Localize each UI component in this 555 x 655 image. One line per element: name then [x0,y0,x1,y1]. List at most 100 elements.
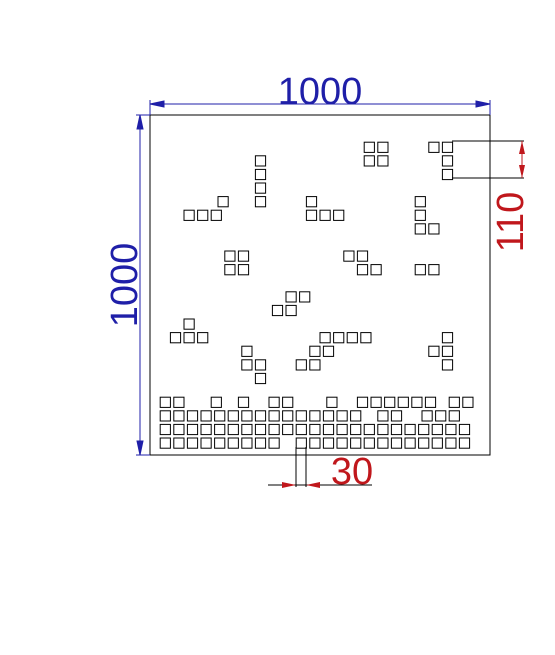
square-hole [282,423,294,436]
square-hole [458,423,471,436]
square-hole [241,423,253,436]
square-hole [254,196,267,208]
square-hole [210,209,222,221]
square-hole [295,359,307,371]
square-hole [309,437,321,449]
perforation-pattern [159,141,474,449]
square-hole [305,196,318,208]
square-hole [254,182,267,194]
square-hole [322,423,335,436]
square-hole [282,396,294,408]
square-hole [214,437,226,449]
square-hole [319,332,331,344]
square-hole [377,410,389,422]
square-hole [309,345,321,357]
square-hole [441,141,454,153]
square-hole [227,410,239,422]
square-hole [441,155,454,167]
square-hole [322,410,335,422]
square-hole [363,141,375,153]
square-hole [397,396,409,408]
top-width-label: 1000 [278,71,363,113]
square-hole [414,223,426,235]
square-hole [356,250,369,262]
square-hole [254,372,267,385]
square-hole [183,209,195,221]
square-hole [183,318,195,330]
square-hole [431,423,443,436]
square-hole [254,155,267,167]
square-hole [299,291,311,303]
square-hole [350,410,362,422]
square-hole [441,332,454,344]
bottom-gap-label: 30 [331,451,373,493]
square-hole [285,304,297,317]
square-hole [295,423,307,436]
square-hole [183,332,195,344]
square-hole [159,410,171,422]
square-hole [214,410,226,422]
square-hole [370,264,382,276]
square-hole [428,264,440,276]
panel-outline [149,114,491,456]
square-hole [241,437,253,449]
square-hole [268,410,280,422]
square-hole [173,437,185,449]
square-hole [268,437,280,449]
square-hole [214,423,226,436]
square-hole [346,332,358,344]
square-hole [377,141,389,153]
square-hole [462,396,474,408]
square-hole [363,155,375,167]
square-hole [217,196,229,208]
square-hole [169,332,182,344]
square-hole [159,437,171,449]
square-hole [200,410,212,422]
square-hole [254,168,267,181]
square-hole [414,264,426,276]
square-hole [414,209,426,221]
square-hole [448,410,460,422]
square-hole [336,410,348,422]
top-arrow-left [149,100,165,108]
square-hole [322,345,335,357]
square-hole [326,396,338,408]
square-hole [363,423,375,436]
left-height-dimension [136,114,150,456]
square-hole [173,423,185,436]
square-hole [441,359,454,371]
square-hole [254,423,267,436]
square-hole [370,396,382,408]
square-hole [241,345,253,357]
square-hole [356,264,369,276]
square-hole [271,304,284,317]
square-hole [418,437,430,449]
square-hole [356,396,369,408]
square-hole [305,209,318,221]
square-hole [435,410,447,422]
left-arrow-bottom [136,440,144,456]
square-hole [309,359,321,371]
square-hole [227,437,239,449]
square-hole [390,423,403,436]
square-hole [390,437,403,449]
square-hole [200,437,212,449]
square-hole [200,423,212,436]
square-hole [227,423,239,436]
square-hole [377,437,389,449]
square-hole [441,345,454,357]
square-hole [224,264,236,276]
square-hole [309,423,321,436]
square-hole [377,423,389,436]
square-hole [173,396,185,408]
square-hole [424,396,437,408]
square-hole [404,423,416,436]
square-hole [377,155,389,167]
square-hole [390,410,403,422]
square-hole [268,423,280,436]
square-hole [285,291,297,303]
square-hole [210,396,222,408]
square-hole [458,437,471,449]
square-hole [186,410,199,422]
bottom-arrow-left [282,482,296,488]
